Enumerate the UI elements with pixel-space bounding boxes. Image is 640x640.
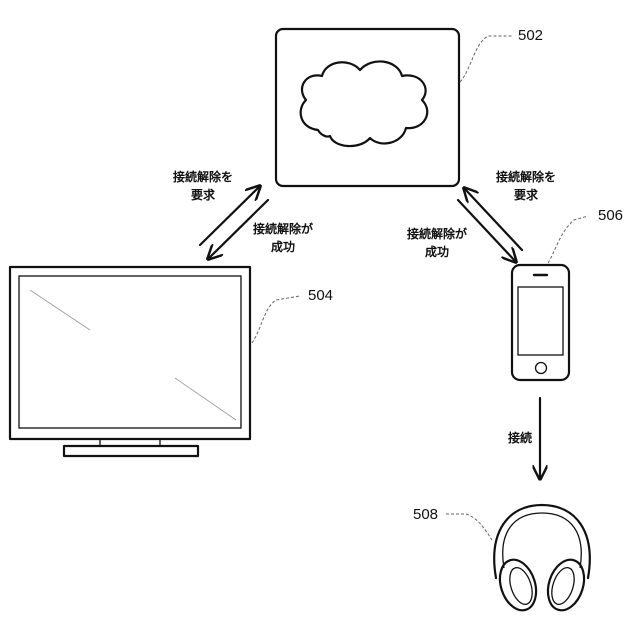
left-request-label-line2: 要求 (191, 187, 216, 202)
tv-reference-number: 504 (308, 287, 333, 304)
right-success-label-line2: 成功 (425, 244, 449, 259)
server-box (276, 29, 459, 186)
headphones-icon (494, 505, 590, 615)
right-request-label-line1: 接続解除を (496, 169, 556, 184)
headphones-lead-line (446, 514, 492, 540)
headphones-reference-number: 508 (413, 506, 438, 523)
server-lead-line (460, 36, 512, 82)
phone-lead-line (548, 216, 588, 263)
cloud-icon (301, 61, 428, 146)
left-success-label-line1: 接続解除が (253, 221, 313, 236)
left-success-label-line2: 成功 (271, 239, 295, 254)
phone-reference-number: 506 (598, 207, 623, 224)
smartphone-icon (512, 265, 569, 380)
right-success-label-line1: 接続解除が (407, 226, 467, 241)
tv-lead-line (252, 296, 300, 343)
television-icon (10, 267, 250, 456)
server-reference-number: 502 (518, 27, 543, 44)
left-request-label-line1: 接続解除を (173, 169, 233, 184)
connect-label: 接続 (508, 430, 532, 445)
right-request-label-line2: 要求 (514, 187, 539, 202)
